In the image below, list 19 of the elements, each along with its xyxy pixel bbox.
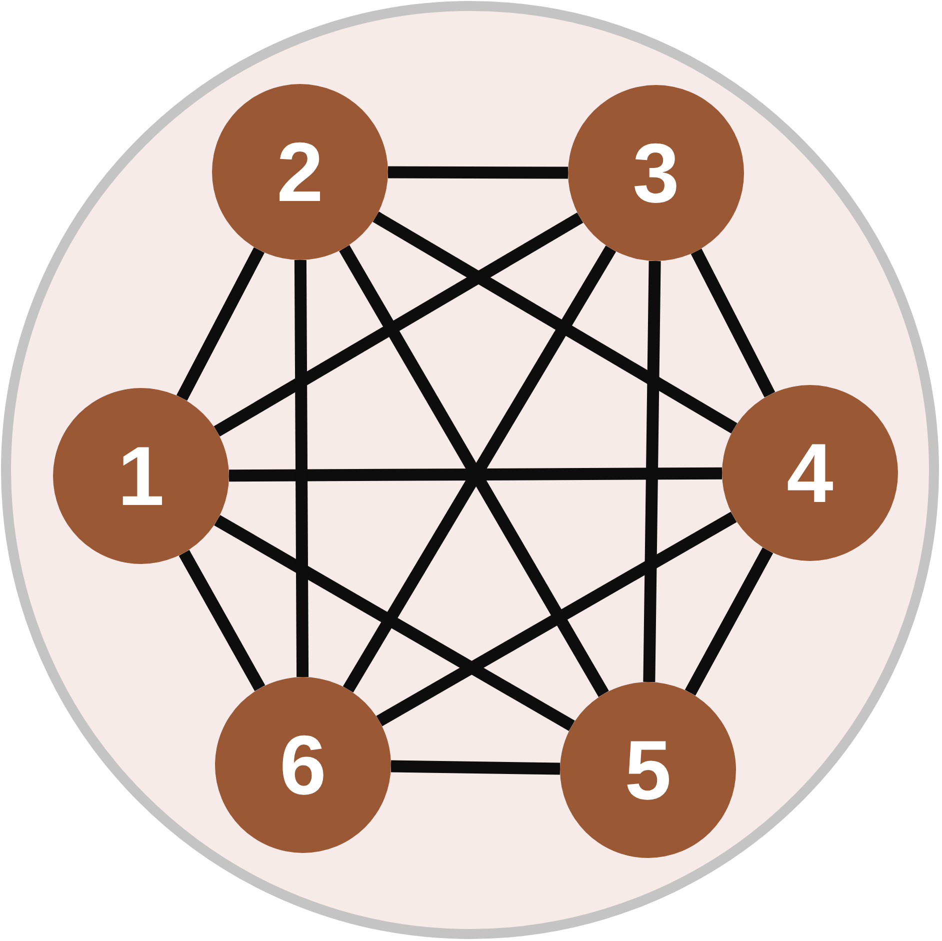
node-number: 1: [118, 434, 164, 518]
node-number: 5: [624, 728, 672, 812]
connector-line: [684, 547, 774, 696]
connector-line: [214, 212, 584, 437]
node-number: 2: [276, 130, 324, 214]
connector-line: [372, 212, 738, 434]
connector-line: [643, 260, 661, 682]
node-number: 6: [280, 723, 326, 807]
connector-line: [690, 248, 776, 398]
connector-line: [176, 247, 265, 401]
connector-line: [376, 512, 737, 726]
node-number: 3: [632, 131, 680, 215]
connector-line: [214, 514, 575, 732]
connector-line: [228, 467, 722, 482]
connector-line: [178, 550, 266, 692]
connector-line: [388, 166, 568, 179]
connector-line: [294, 260, 309, 678]
connector-line: [390, 760, 560, 775]
node-number: 4: [786, 431, 834, 515]
